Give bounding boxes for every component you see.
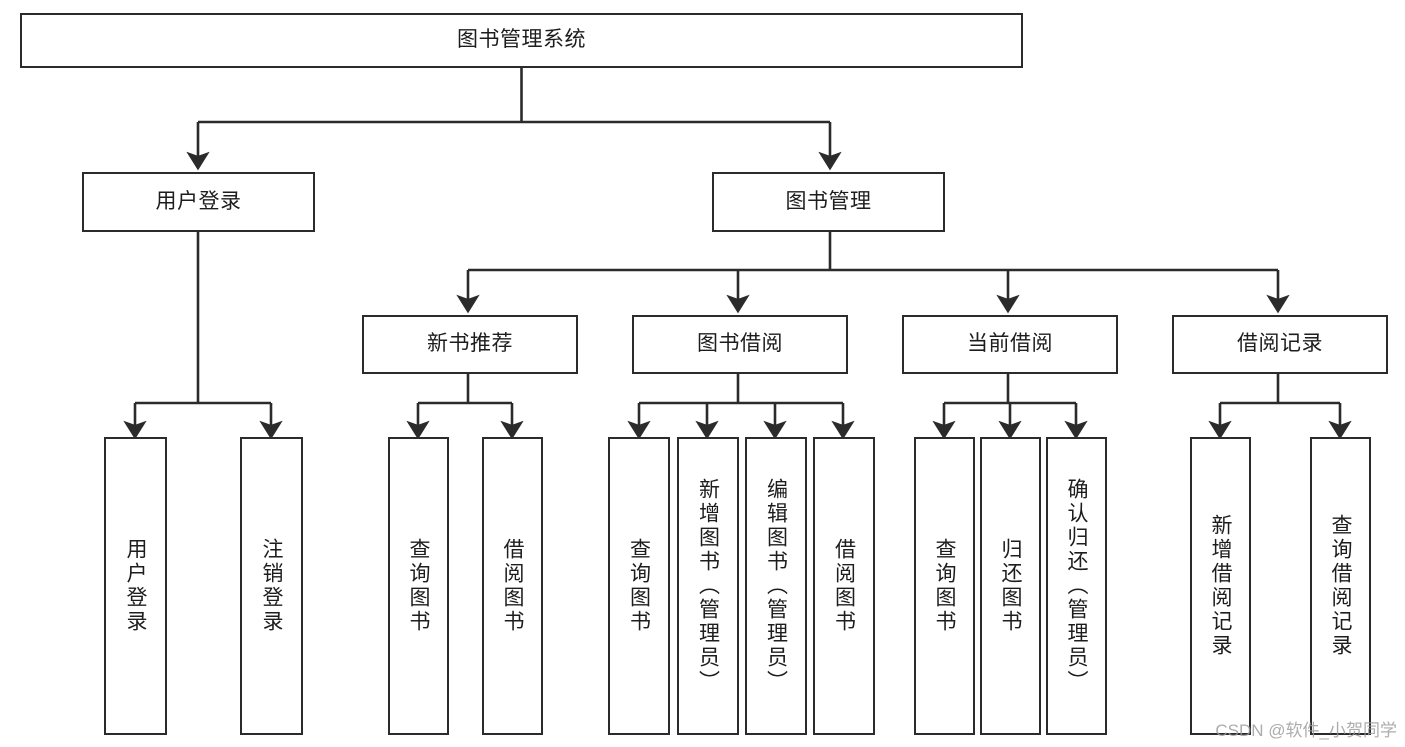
node-book-borrow[interactable]: 图书借阅 (632, 315, 848, 374)
node-label: 用户登录 (124, 538, 147, 634)
node-label: 新增借阅记录 (1209, 514, 1232, 658)
leaf-add-borrow-record[interactable]: 新增借阅记录 (1190, 437, 1251, 735)
node-new-book-recommend[interactable]: 新书推荐 (362, 315, 578, 374)
leaf-user-login[interactable]: 用户登录 (104, 437, 167, 735)
node-label: 查询借阅记录 (1329, 514, 1352, 658)
leaf-logout[interactable]: 注销登录 (240, 437, 303, 735)
node-label: 借阅图书 (501, 538, 524, 634)
node-user-login[interactable]: 用户登录 (82, 172, 315, 232)
leaf-query-book-current[interactable]: 查询图书 (914, 437, 975, 735)
node-label: 当前借阅 (967, 332, 1053, 356)
leaf-query-book-recommend[interactable]: 查询图书 (388, 437, 449, 735)
node-label: 借阅图书 (832, 538, 856, 634)
node-label: 图书借阅 (697, 332, 783, 356)
node-borrow-records[interactable]: 借阅记录 (1172, 315, 1388, 374)
leaf-borrow-book-recommend[interactable]: 借阅图书 (482, 437, 543, 735)
node-label: 图书管理系统 (457, 28, 586, 52)
leaf-query-book-borrow[interactable]: 查询图书 (608, 437, 670, 735)
node-label: 查询图书 (407, 538, 430, 634)
node-label: 归还图书 (999, 538, 1022, 634)
node-book-management[interactable]: 图书管理 (712, 172, 945, 232)
edges-newbook-to-leaves (406, 374, 524, 440)
node-root-system[interactable]: 图书管理系统 (20, 13, 1023, 68)
leaf-return-book[interactable]: 归还图书 (980, 437, 1041, 735)
edges-borrow-to-leaves (627, 374, 855, 440)
node-label: 注销登录 (260, 538, 283, 634)
node-label: 图书管理 (785, 189, 872, 213)
leaf-query-borrow-record[interactable]: 查询借阅记录 (1310, 437, 1371, 735)
node-label: 查询图书 (933, 538, 956, 634)
edges-userlogin-to-leaves (123, 232, 283, 440)
leaf-add-book-admin[interactable]: 新增图书（管理员） (677, 437, 739, 735)
leaf-borrow-book[interactable]: 借阅图书 (813, 437, 875, 735)
edges-current-to-leaves (932, 374, 1088, 440)
node-current-borrow[interactable]: 当前借阅 (902, 315, 1118, 374)
node-label: 确认归还（管理员） (1065, 478, 1088, 694)
node-label: 借阅记录 (1237, 332, 1323, 356)
node-label: 新增图书（管理员） (696, 478, 720, 694)
node-label: 用户登录 (155, 189, 242, 213)
edges-level2-booking-to-level3 (456, 232, 1290, 314)
node-label: 编辑图书（管理员） (764, 478, 788, 694)
edges-root-to-level2 (186, 68, 842, 171)
leaf-edit-book-admin[interactable]: 编辑图书（管理员） (745, 437, 807, 735)
node-label: 新书推荐 (427, 332, 513, 356)
leaf-confirm-return-admin[interactable]: 确认归还（管理员） (1046, 437, 1107, 735)
edges-records-to-leaves (1208, 374, 1352, 440)
node-label: 查询图书 (627, 538, 651, 634)
